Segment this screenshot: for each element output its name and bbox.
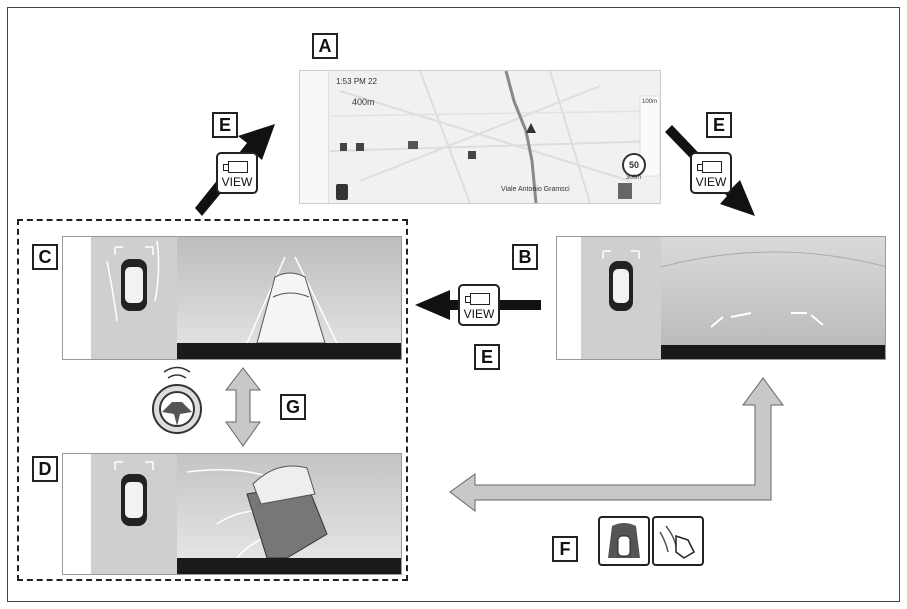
screen-b-camera-view [661, 237, 885, 345]
screen-d-top-view [91, 454, 177, 574]
screen-c-sidebar [63, 237, 91, 359]
arrow-f-loop [449, 377, 784, 513]
screen-b-sidebar [557, 237, 581, 359]
screen-c-top-view [91, 237, 177, 359]
camera-screen-c [62, 236, 402, 360]
speed-limit-sign: 50 [622, 153, 646, 177]
map-sidebar [300, 71, 329, 203]
label-e-right: E [706, 112, 732, 138]
label-d: D [32, 456, 58, 482]
screen-b-top-view [581, 237, 661, 359]
map-time-value: 1:53 [336, 77, 352, 86]
side-view-car-icon [652, 516, 704, 566]
map-distance: 400m [352, 97, 375, 107]
map-roads [329, 71, 660, 203]
camera-view-icon [223, 161, 248, 173]
camera-screen-d [62, 453, 402, 575]
view-button-label: VIEW [221, 175, 253, 189]
map-temp: 22 [368, 77, 377, 86]
map-scale-2: 300m [626, 175, 642, 181]
arrow-c-d-double [224, 367, 262, 447]
map-time-suffix: PM [353, 77, 366, 86]
dashed-group-c-d [17, 219, 408, 581]
label-e-middle: E [474, 344, 500, 370]
voice-button[interactable] [336, 184, 348, 200]
screen-d-sidebar [63, 454, 91, 574]
map-street-name: Viale Antonio Gramsci [501, 186, 570, 193]
top-view-car-icon [598, 516, 650, 566]
screen-c-camera-view [177, 237, 401, 343]
screen-c-bottom-bar [177, 343, 401, 359]
view-button-label: VIEW [695, 175, 727, 189]
label-c: C [32, 244, 58, 270]
view-button-middle[interactable]: VIEW [458, 284, 500, 326]
screen-b-bottom-bar [661, 345, 885, 359]
label-f: F [552, 536, 578, 562]
label-e-left: E [212, 112, 238, 138]
view-button-right[interactable]: VIEW [690, 152, 732, 194]
label-b: B [512, 244, 538, 270]
map-scale: 100m [642, 99, 658, 105]
view-button-left[interactable]: VIEW [216, 152, 258, 194]
label-a: A [312, 33, 338, 59]
navigation-map-screen: 1:53 PM 22 400m 50 Viale Antonio Gramsci… [299, 70, 661, 204]
map-menu-button[interactable] [618, 183, 632, 199]
screen-d-camera-view [177, 454, 401, 558]
label-g: G [280, 394, 306, 420]
diagram-frame [7, 7, 900, 602]
camera-view-icon [465, 293, 490, 305]
camera-screen-b [556, 236, 886, 360]
screen-d-bottom-bar [177, 558, 401, 574]
map-time: 1:53 PM 22 [336, 77, 377, 86]
camera-view-icon [697, 161, 722, 173]
view-button-label: VIEW [463, 307, 495, 321]
